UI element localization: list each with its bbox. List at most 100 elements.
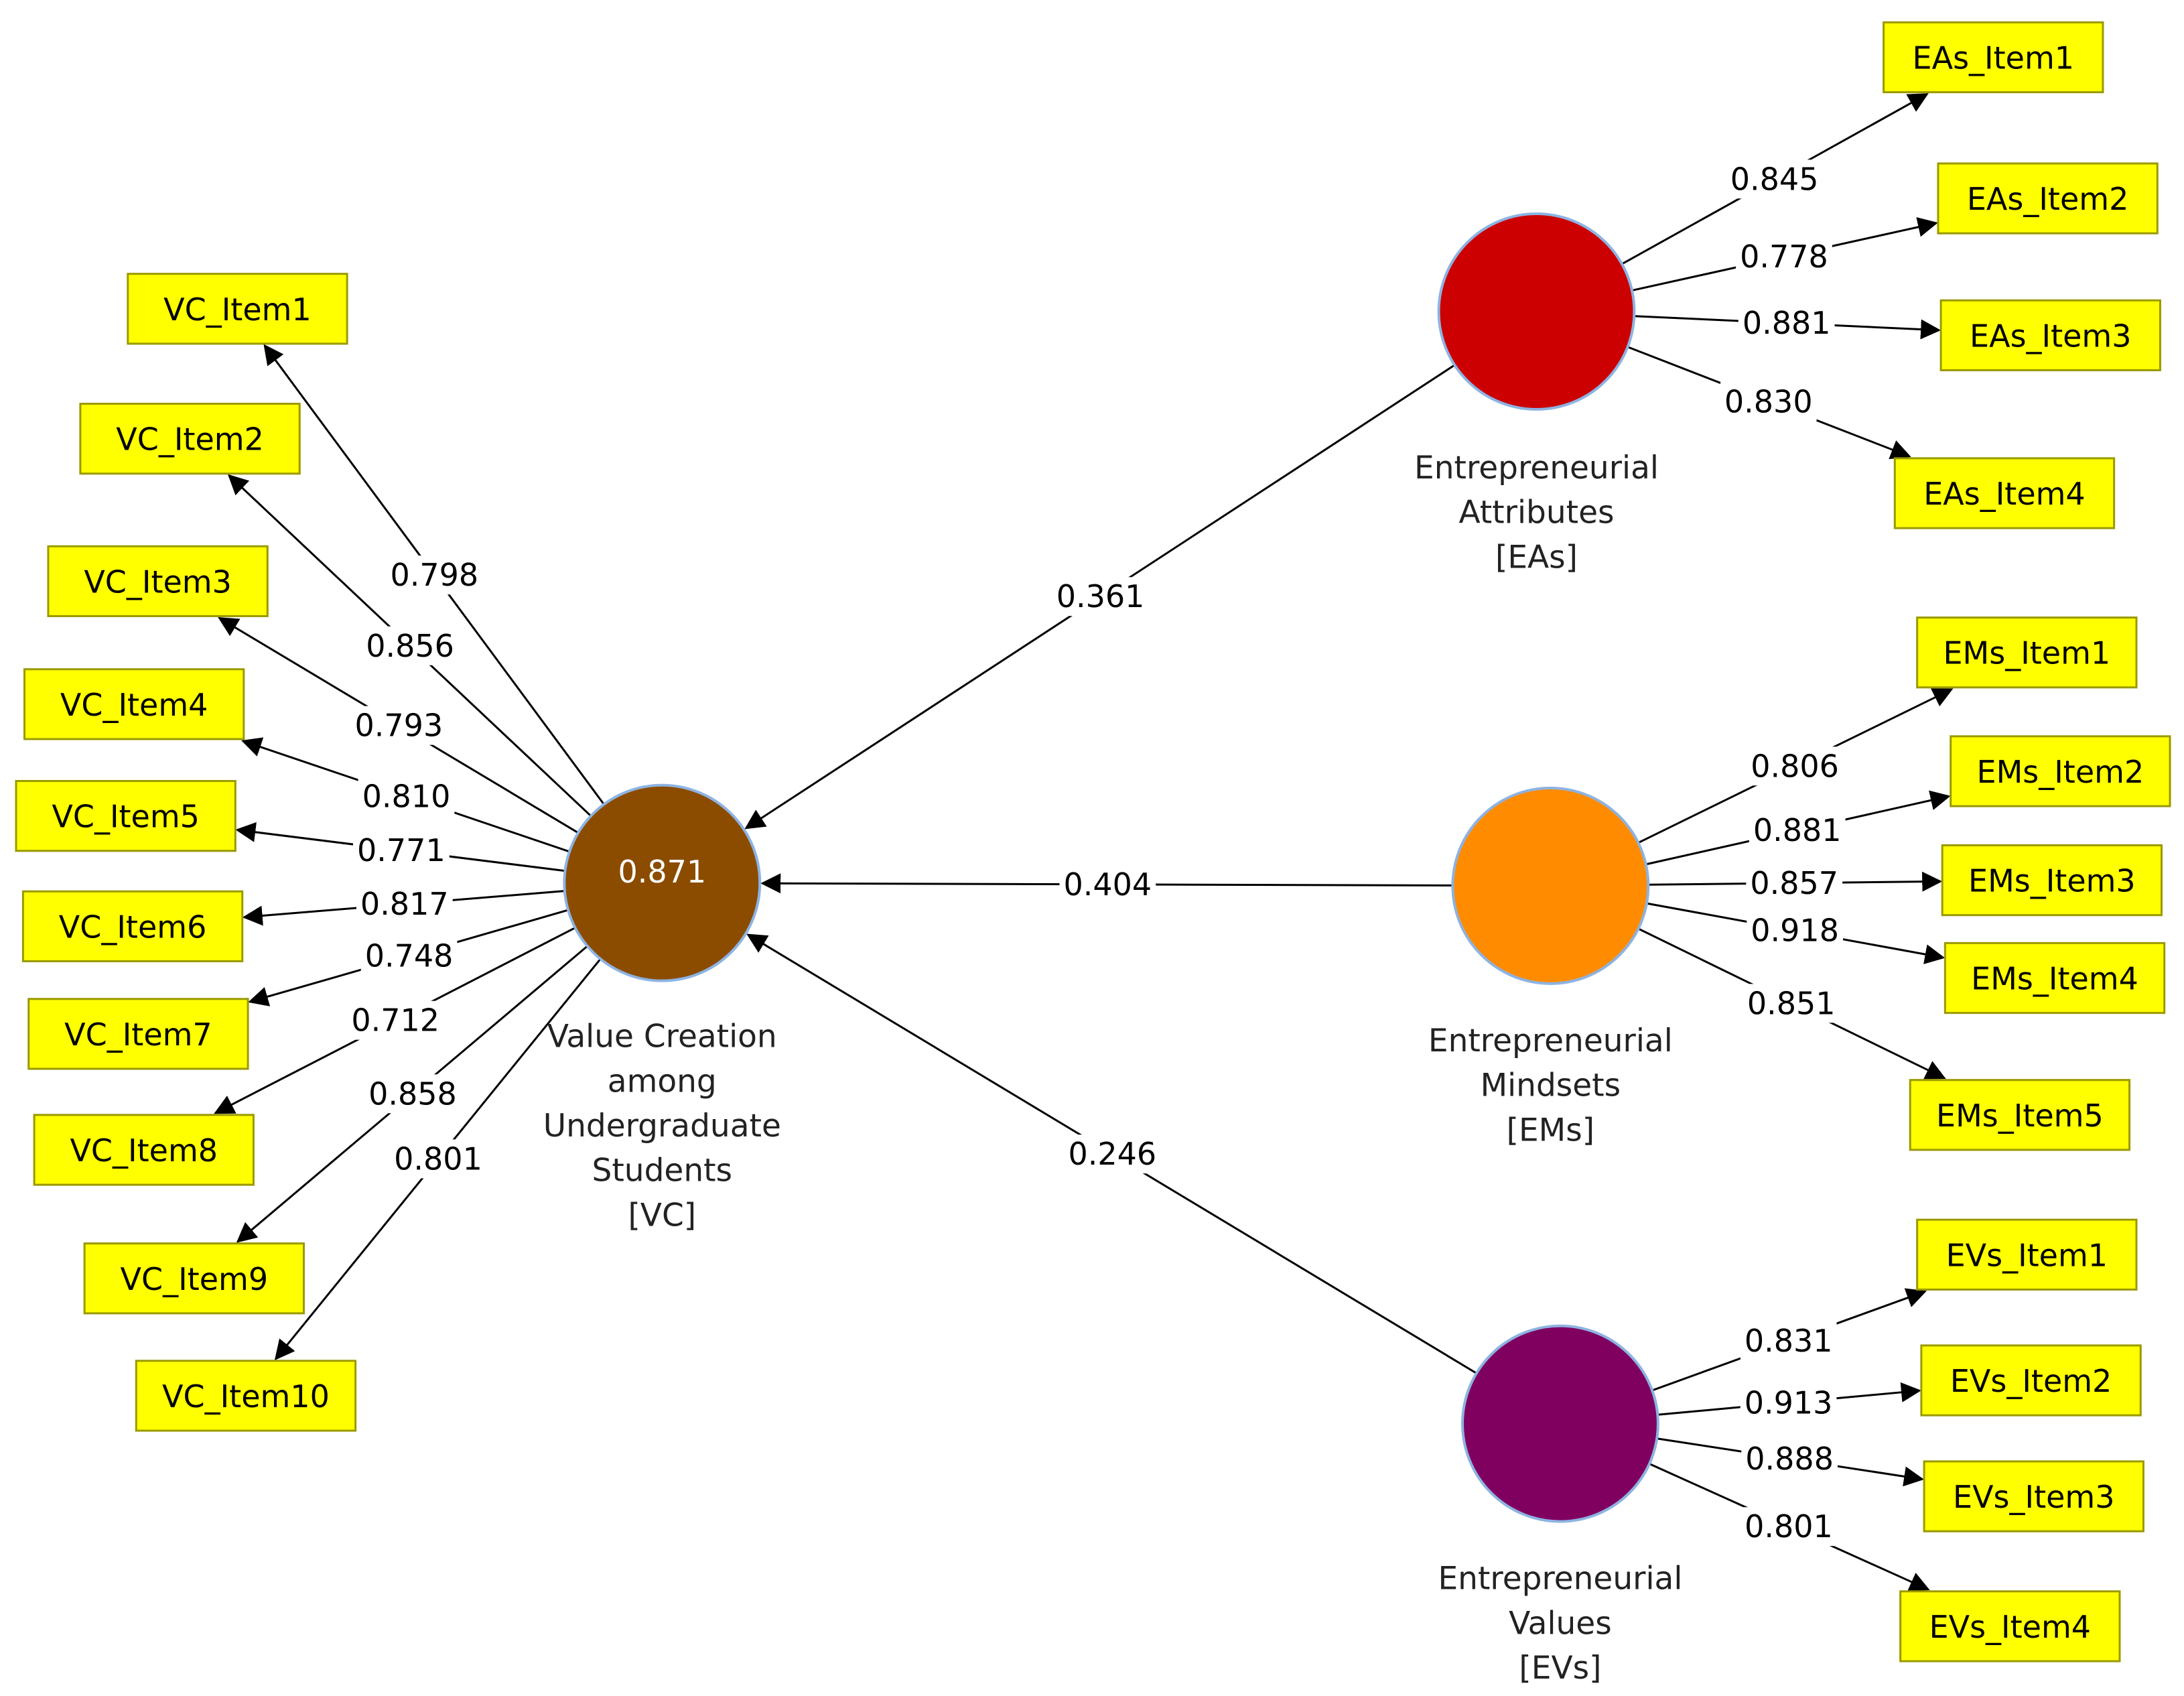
loading-value-vc-item6-text: 0.817 <box>360 886 449 922</box>
latent-label-eas-line: Attributes <box>1458 495 1614 531</box>
latent-label-eas-line: Entrepreneurial <box>1414 450 1659 486</box>
loading-value-ems-item3-text: 0.857 <box>1750 865 1838 901</box>
nodes-layer: 0.871 <box>563 212 1659 1523</box>
latent-label-ems-line: Entrepreneurial <box>1428 1023 1673 1059</box>
indicator-box-evs-item2[interactable] <box>1920 1344 2142 1417</box>
loading-value-eas-item3: 0.881 <box>1738 304 1835 343</box>
indicator-box-vc-item10[interactable] <box>135 1360 357 1432</box>
loading-value-evs-item1-text: 0.831 <box>1745 1323 1833 1359</box>
loading-value-eas-item1: 0.845 <box>1726 159 1823 199</box>
indicator-box-vc-item7[interactable] <box>27 998 249 1070</box>
loading-value-vc-item5-text: 0.771 <box>357 832 446 868</box>
latent-label-vc-line: [VC] <box>628 1197 696 1234</box>
loading-value-vc-item4-bg <box>358 777 455 816</box>
latent-variable-evs[interactable] <box>1460 1324 1659 1523</box>
path-coefficient-evs-to-vc-text: 0.246 <box>1068 1136 1156 1172</box>
indicator-box-eas-item4[interactable] <box>1893 457 2116 529</box>
loading-value-eas-item4-bg <box>1720 382 1817 421</box>
loading-value-vc-item7: 0.748 <box>360 936 458 976</box>
loading-value-evs-item2-bg <box>1740 1383 1837 1423</box>
loading-value-ems-item2-bg <box>1749 811 1846 850</box>
loading-value-evs-item3-text: 0.888 <box>1745 1441 1834 1477</box>
loading-value-eas-item4-text: 0.830 <box>1724 383 1813 419</box>
indicator-label-ems-item3: EMs_Item3 <box>1968 863 2136 899</box>
indicator-label-eas-item2: EAs_Item2 <box>1967 181 2128 217</box>
loading-value-vc-item3: 0.793 <box>350 706 448 745</box>
indicator-box-vc-item3[interactable] <box>47 545 269 617</box>
latent-label-vc-line: Students <box>592 1153 733 1189</box>
loading-value-ems-item2: 0.881 <box>1749 811 1846 850</box>
loading-value-ems-item3: 0.857 <box>1746 863 1843 903</box>
indicator-box-evs-item4[interactable] <box>1899 1590 2121 1662</box>
loading-value-vc-item9-bg <box>364 1074 461 1114</box>
loading-value-ems-item3-bg <box>1746 863 1843 903</box>
loading-value-vc-item2-bg <box>362 626 458 665</box>
indicator-label-vc-item9: VC_Item9 <box>121 1261 269 1297</box>
path-coefficient-ems-to-vc-bg <box>1059 864 1156 904</box>
loading-value-ems-item4-text: 0.918 <box>1751 913 1839 949</box>
indicator-box-vc-item8[interactable] <box>33 1114 255 1186</box>
indicator-box-vc-item2[interactable] <box>79 403 301 475</box>
loading-value-evs-item4-bg <box>1741 1507 1837 1547</box>
indicator-box-evs-item1[interactable] <box>1916 1218 2138 1291</box>
loading-value-ems-item1-bg <box>1747 746 1843 786</box>
indicator-label-ems-item5: EMs_Item5 <box>1936 1098 2104 1134</box>
indicator-box-vc-item5[interactable] <box>15 780 236 852</box>
loading-value-vc-item2: 0.856 <box>362 626 458 665</box>
indicator-label-vc-item1: VC_Item1 <box>163 291 312 328</box>
loading-value-eas-item4: 0.830 <box>1720 382 1817 421</box>
latent-label-evs-line: [EVs] <box>1519 1650 1601 1687</box>
latent-label-vc-line: among <box>608 1063 717 1100</box>
path-coefficient-ems-to-vc-text: 0.404 <box>1063 866 1152 903</box>
indicator-box-ems-item5[interactable] <box>1909 1079 2131 1151</box>
r-squared-vc: 0.871 <box>618 854 706 890</box>
indicator-box-eas-item1[interactable] <box>1883 21 2104 94</box>
indicator-label-vc-item10: VC_Item10 <box>162 1378 330 1415</box>
loading-value-vc-item10-bg <box>390 1139 486 1179</box>
loading-value-vc-item5: 0.771 <box>353 831 450 870</box>
loading-value-evs-item1-bg <box>1740 1321 1837 1361</box>
loading-value-eas-item2: 0.778 <box>1736 237 1832 277</box>
indicator-label-ems-item1: EMs_Item1 <box>1943 635 2110 671</box>
loading-value-vc-item10-text: 0.801 <box>394 1140 482 1177</box>
edges-layer <box>214 93 1954 1591</box>
indicator-box-ems-item3[interactable] <box>1941 844 2163 917</box>
indicator-label-eas-item4: EAs_Item4 <box>1923 476 2085 512</box>
indicator-box-vc-item1[interactable] <box>127 273 348 345</box>
loading-value-eas-item3-bg <box>1738 304 1835 343</box>
indicator-box-vc-item9[interactable] <box>83 1242 305 1315</box>
loading-value-vc-item1-bg <box>386 556 483 595</box>
indicator-box-ems-item4[interactable] <box>1943 941 2166 1015</box>
loading-value-vc-item6-bg <box>356 885 453 924</box>
loading-value-vc-item6: 0.817 <box>356 885 453 924</box>
latent-variable-ems[interactable] <box>1451 786 1650 985</box>
path-coefficient-eas-to-vc-bg <box>1052 577 1149 616</box>
indicator-label-eas-item3: EAs_Item3 <box>1970 318 2131 354</box>
latent-variable-vc[interactable] <box>563 783 762 982</box>
indicator-box-ems-item1[interactable] <box>1916 616 2138 689</box>
indicator-box-eas-item2[interactable] <box>1937 162 2159 235</box>
loading-value-ems-item5-bg <box>1743 984 1840 1023</box>
indicator-label-evs-item1: EVs_Item1 <box>1946 1237 2108 1273</box>
loading-value-eas-item3-text: 0.881 <box>1743 305 1831 341</box>
loading-value-ems-item2-text: 0.881 <box>1753 812 1842 848</box>
latent-variable-eas[interactable] <box>1437 212 1636 411</box>
loading-value-evs-item2: 0.913 <box>1740 1383 1837 1423</box>
loading-value-eas-item1-bg <box>1726 159 1823 199</box>
loading-value-vc-item1: 0.798 <box>386 556 483 595</box>
indicator-label-evs-item4: EVs_Item4 <box>1929 1609 2091 1645</box>
loading-value-evs-item1: 0.831 <box>1740 1321 1837 1361</box>
indicator-box-vc-item4[interactable] <box>23 668 245 740</box>
path-coefficient-eas-to-vc-text: 0.361 <box>1056 578 1145 614</box>
indicator-box-evs-item3[interactable] <box>1923 1460 2144 1532</box>
loading-value-vc-item8: 0.712 <box>347 1000 444 1040</box>
indicator-box-vc-item6[interactable] <box>21 890 244 962</box>
latent-label-ems-line: [EMs] <box>1507 1112 1594 1149</box>
labels-layer: Value CreationamongUndergraduateStudents… <box>347 159 1846 1687</box>
loading-value-vc-item4: 0.810 <box>358 777 455 816</box>
indicator-box-ems-item2[interactable] <box>1950 735 2171 807</box>
path-coefficient-evs-to-vc: 0.246 <box>1064 1134 1161 1174</box>
indicator-box-eas-item3[interactable] <box>1939 299 2161 372</box>
path-coefficient-eas-to-vc: 0.361 <box>1052 577 1149 616</box>
